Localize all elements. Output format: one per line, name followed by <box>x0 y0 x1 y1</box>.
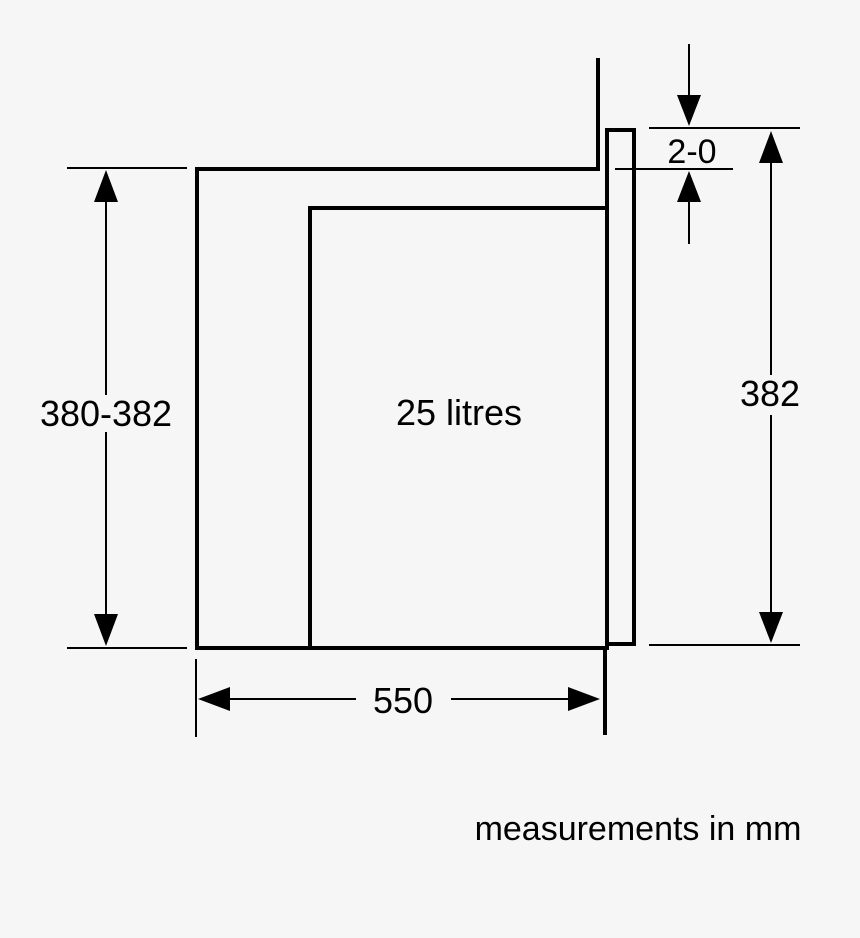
top-gap-label: 2-0 <box>667 133 716 171</box>
width-dimension: 550 <box>198 680 600 721</box>
right-height-label: 382 <box>740 373 800 414</box>
extension-lines <box>67 127 800 737</box>
niche-wall <box>195 58 607 735</box>
arrow-down-icon <box>759 612 783 643</box>
right-height-dimension: 382 <box>740 131 800 643</box>
units-note: measurements in mm <box>475 810 802 848</box>
top-gap-dimension: 2-0 <box>667 44 717 244</box>
arrow-left-icon <box>198 687 230 711</box>
arrow-up-icon <box>677 171 701 202</box>
front-panel <box>605 128 636 646</box>
arrow-down-icon <box>94 614 118 646</box>
arrow-down-icon <box>677 95 701 126</box>
arrow-up-icon <box>94 170 118 202</box>
volume-label: 25 litres <box>396 392 522 433</box>
arrow-right-icon <box>568 687 600 711</box>
niche-outline <box>195 58 607 735</box>
left-height-label: 380-382 <box>40 393 172 434</box>
arrow-up-icon <box>759 131 783 163</box>
width-label: 550 <box>373 680 433 721</box>
left-height-dimension: 380-382 <box>40 170 172 646</box>
